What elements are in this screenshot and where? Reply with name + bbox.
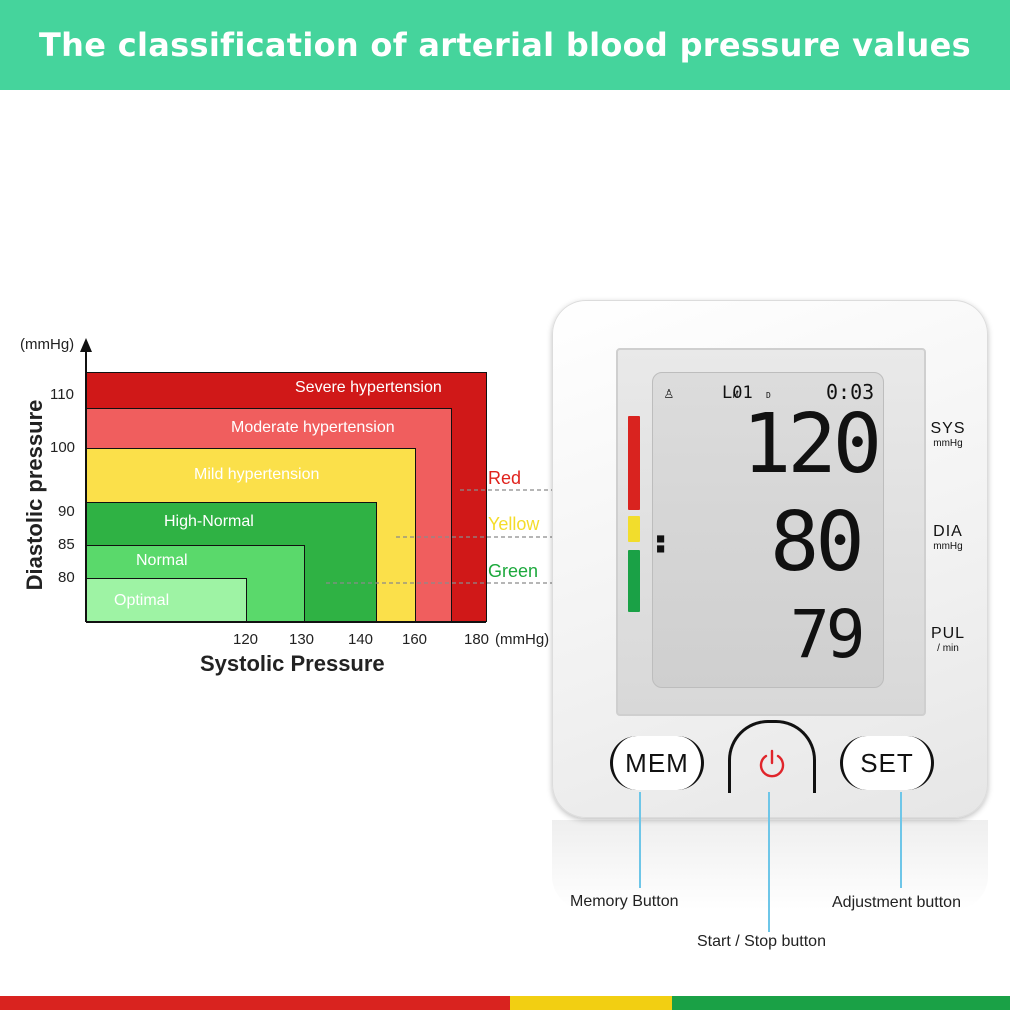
lcd-screen	[652, 372, 884, 688]
sys-label: SYS	[930, 420, 966, 437]
dia-unit-label: DIA mmHg	[924, 523, 972, 552]
zone-optimal	[86, 578, 247, 622]
set-button[interactable]: SET	[840, 736, 934, 790]
level-marker-icon: ■■	[657, 531, 665, 555]
chart-axes	[80, 338, 612, 623]
zone-label-mild: Mild hypertension	[194, 466, 320, 483]
power-leader-line	[768, 792, 770, 932]
page-title: The classification of arterial blood pre…	[39, 26, 971, 64]
adjustment-button-label: Adjustment button	[832, 894, 961, 911]
device-reflection	[552, 820, 988, 910]
y-tick-label: 110	[50, 386, 74, 403]
zone-label-moderate: Moderate hypertension	[231, 419, 395, 436]
x-tick-label: 130	[289, 631, 315, 648]
pul-reading: 79	[790, 596, 866, 673]
y-axis-unit: (mmHg)	[20, 336, 75, 353]
yellow-level-indicator	[628, 516, 640, 542]
callout-red: Red	[488, 468, 522, 488]
dia-reading: 80	[770, 495, 865, 590]
set-leader-line	[900, 792, 902, 888]
memory-button-label: Memory Button	[570, 893, 679, 910]
y-tick-label: 85	[58, 536, 75, 553]
dia-label: DIA	[933, 523, 963, 540]
zone-label-severe: Severe hypertension	[295, 379, 442, 396]
memory-m-label: M	[733, 391, 738, 400]
y-tick-label: 90	[58, 503, 75, 520]
power-icon	[759, 749, 785, 778]
x-axis-title: Systolic Pressure	[200, 651, 385, 676]
y-axis-arrow	[80, 338, 92, 352]
mem-button[interactable]: MEM	[610, 736, 704, 790]
start-stop-button-label: Start / Stop button	[697, 933, 826, 950]
dia-unit: mmHg	[933, 541, 963, 552]
memory-readout: L01	[722, 383, 753, 403]
y-axis-title: Diastolic pressure	[22, 399, 47, 591]
x-axis-unit: (mmHg)	[495, 631, 550, 648]
red-level-indicator	[628, 416, 640, 510]
x-tick-label: 140	[348, 631, 374, 648]
y-tick-label: 100	[50, 439, 76, 456]
bp-classification-chart: (mmHg) (mmHg) 110 100 90 85 80 120 130 1…	[0, 0, 620, 700]
bottom-strip-yellow	[510, 996, 672, 1010]
y-tick-label: 80	[58, 569, 75, 586]
x-tick-label: 180	[464, 631, 490, 648]
x-tick-label: 160	[402, 631, 428, 648]
pul-label: PUL	[930, 625, 966, 642]
sys-unit-label: SYS mmHg	[924, 420, 972, 449]
green-level-indicator	[628, 550, 640, 612]
page-header: The classification of arterial blood pre…	[0, 0, 1010, 90]
sys-reading: 120	[742, 397, 882, 492]
time-readout: 0:03	[826, 380, 875, 404]
x-tick-label: 120	[233, 631, 259, 648]
sys-unit: mmHg	[933, 438, 963, 449]
pul-unit: / min	[937, 643, 959, 654]
callout-green: Green	[488, 561, 539, 581]
zone-label-optimal: Optimal	[114, 592, 170, 609]
memory-d-label: D	[766, 391, 771, 400]
pul-unit-label: PUL / min	[924, 625, 972, 654]
power-button[interactable]	[728, 720, 816, 793]
callout-yellow: Yellow	[488, 514, 540, 534]
bottom-strip-green	[672, 996, 1010, 1010]
zone-label-high-normal: High-Normal	[164, 513, 254, 530]
bottom-strip-red	[0, 996, 510, 1010]
mem-leader-line	[639, 792, 641, 888]
user-icon: ♙	[664, 383, 674, 402]
zone-label-normal: Normal	[136, 552, 188, 569]
